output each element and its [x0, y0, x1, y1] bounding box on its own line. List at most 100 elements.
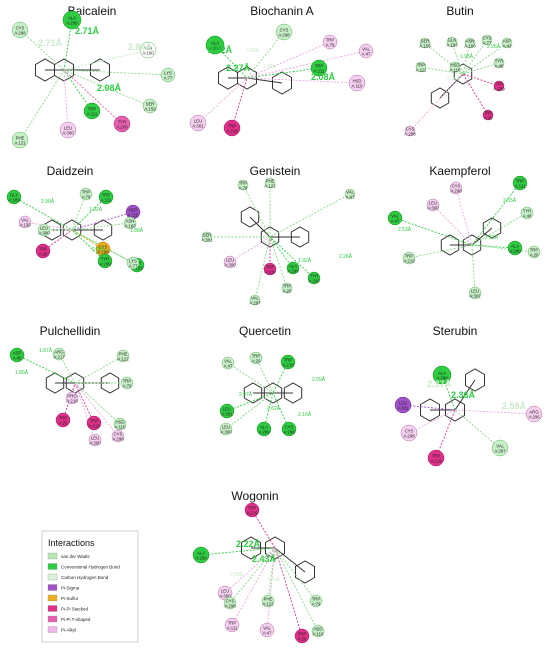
- ligand-structure: [243, 382, 303, 404]
- residue-number: A:217: [53, 355, 65, 360]
- residue-circle: [116, 349, 130, 363]
- residue-label: LEU: [399, 401, 407, 406]
- residue-circle: [160, 67, 176, 83]
- residue-number: A:20: [59, 421, 68, 426]
- residue-number: A:300: [427, 206, 439, 211]
- distance-label: 2.70Å: [267, 576, 281, 583]
- ligand-structure: [420, 368, 485, 422]
- ligand-ring: [237, 66, 257, 90]
- distance-label: 1.88Å: [130, 227, 144, 234]
- residue-circle: [86, 415, 102, 431]
- interaction-line: [63, 69, 93, 112]
- residue-circle: [11, 21, 29, 39]
- residue-circle: [52, 347, 66, 361]
- ligand-bond: [454, 379, 476, 411]
- residue-label: ASP: [13, 351, 22, 356]
- ligand-ring: [100, 372, 120, 394]
- residue-label: LYS: [129, 259, 137, 264]
- interaction-line: [251, 509, 276, 549]
- ligand-structure: [218, 66, 292, 95]
- residue-number: A:298: [112, 437, 124, 442]
- residue-number: A:45: [13, 356, 22, 361]
- interaction-line: [229, 236, 271, 263]
- residue-number: A:219: [403, 259, 415, 264]
- residue-label: TRP: [90, 419, 99, 424]
- panel-title: Genistein: [250, 164, 301, 178]
- residue-circle: [493, 80, 505, 92]
- residue-number: A:301: [201, 238, 213, 243]
- residue-circle: [449, 181, 463, 195]
- residue-label: ASN: [466, 39, 475, 44]
- ligand-ring: [430, 87, 450, 109]
- interaction-line: [71, 193, 87, 231]
- distance-label: 2.71Å: [75, 26, 100, 36]
- ligand-ring: [90, 58, 110, 82]
- residue-number: A:47: [224, 364, 233, 369]
- residue-number: A:77: [164, 76, 173, 81]
- residue-number: A:79: [123, 384, 132, 389]
- residue-number: A:79: [312, 602, 321, 607]
- interaction-line: [274, 547, 303, 637]
- residue-label: PRO: [67, 394, 77, 399]
- residue-circle: [221, 356, 235, 370]
- distance-label: 2.08Å: [97, 83, 122, 93]
- interaction-line: [71, 229, 104, 250]
- residue-circle: [491, 439, 509, 457]
- residue-number: A:160: [124, 224, 136, 229]
- interaction-line: [74, 382, 95, 424]
- residue-label: HSD: [450, 63, 459, 68]
- legend-label: Pi-Pi T-shaped: [61, 617, 91, 622]
- residue-circle: [249, 294, 261, 306]
- residue-circle: [111, 429, 125, 443]
- residue-label: VAL: [224, 359, 232, 364]
- ligand-structure: [42, 219, 113, 241]
- residue-number: A:122: [262, 602, 274, 607]
- residue-number: A:298: [404, 132, 416, 137]
- panel-title: Butin: [446, 4, 473, 18]
- residue-number: A:298: [278, 33, 290, 38]
- interaction-line: [226, 392, 274, 412]
- residue-circle: [525, 405, 543, 423]
- residue-label: TRP: [432, 454, 441, 459]
- distance-label: 2.22Å: [236, 539, 261, 549]
- interaction-line: [471, 182, 521, 246]
- residue-label: TRP: [123, 379, 132, 384]
- residue-number: A:300: [89, 441, 101, 446]
- residue-label: LEU: [40, 226, 48, 231]
- interaction-line: [231, 77, 248, 129]
- residue-number: A:301: [221, 412, 233, 417]
- interaction-line: [71, 229, 106, 262]
- residue-circle: [387, 210, 403, 226]
- distance-label: 1.95Å: [460, 53, 474, 60]
- interaction-line: [462, 62, 500, 75]
- legend-label: Pi-Sigma: [61, 586, 80, 591]
- interaction-line: [74, 355, 124, 384]
- interaction-line: [254, 236, 271, 301]
- residue-circle: [223, 255, 237, 269]
- residue-circle: [126, 256, 140, 270]
- distance-label: 2.84Å: [128, 42, 153, 52]
- residue-label: TRP: [315, 64, 324, 69]
- residue-number: A:219: [264, 270, 276, 275]
- residue-label: ASN: [144, 46, 153, 51]
- interaction-line: [408, 244, 473, 259]
- residue-label: LEU: [64, 126, 72, 131]
- residue-label: PHE: [119, 352, 128, 357]
- legend-swatch: [47, 615, 58, 623]
- residue-circle: [493, 57, 505, 69]
- distance-label: 2.59Å: [502, 401, 527, 411]
- residue-label: CYS: [114, 432, 123, 437]
- legend-label: Pi-Pi Stacked: [61, 607, 89, 612]
- residue-label: TYR: [101, 257, 110, 262]
- residue-label: TRP: [530, 248, 539, 253]
- ligand-ring: [263, 382, 283, 404]
- panel-title: Sterubin: [433, 324, 478, 338]
